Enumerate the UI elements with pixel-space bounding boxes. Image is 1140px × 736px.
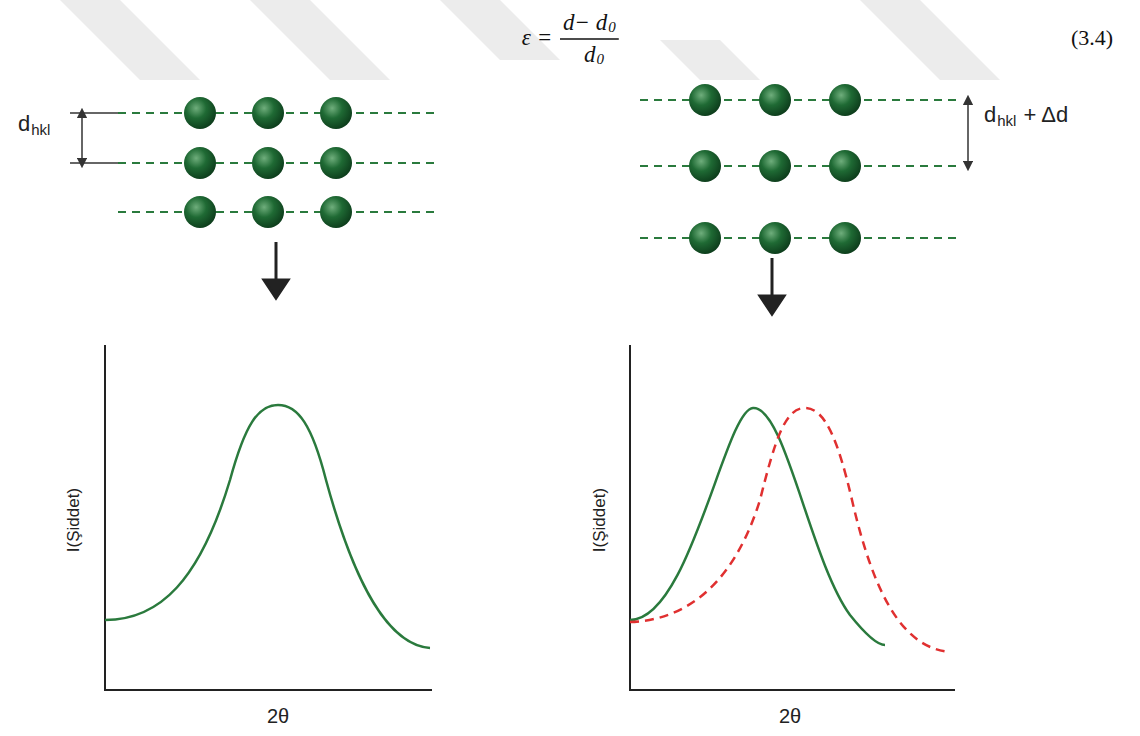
atom [829, 150, 861, 182]
x-axis-label: 2θ [779, 705, 801, 727]
atom [252, 97, 284, 129]
lattice-strained [640, 100, 968, 238]
atom [689, 84, 721, 116]
y-axis-label: I(Şiddet) [591, 488, 610, 552]
equation-number: (3.4) [1071, 26, 1113, 50]
atom [689, 222, 721, 254]
lattice-unstrained [70, 113, 440, 212]
atom [320, 196, 352, 228]
atom [184, 147, 216, 179]
equation-denominator: d [584, 42, 596, 67]
atom [184, 97, 216, 129]
x-axis-label: 2θ [267, 705, 289, 727]
atom [829, 84, 861, 116]
subscript: 0 [608, 19, 616, 36]
atom [252, 147, 284, 179]
fraction-bar [560, 38, 619, 39]
xrd-plot-right [630, 345, 955, 690]
equation-lhs: ε = [522, 25, 552, 50]
atom [759, 150, 791, 182]
atom [252, 196, 284, 228]
atom [829, 222, 861, 254]
y-axis-label: I(Şiddet) [65, 488, 84, 552]
atom [759, 222, 791, 254]
subscript: hkl [31, 122, 50, 139]
spacing-label: d [984, 103, 996, 127]
watermark-stripes [60, 0, 1000, 80]
atom [759, 84, 791, 116]
atom [320, 147, 352, 179]
subscript: 0 [597, 51, 605, 68]
subscript: hkl [997, 113, 1016, 130]
atom [320, 97, 352, 129]
atoms [184, 84, 861, 254]
spacing-label: d [18, 112, 30, 136]
xrd-plot-left [105, 345, 432, 690]
atom [184, 196, 216, 228]
spacing-increment: + Δd [1023, 103, 1068, 127]
equation-numerator: d− d [563, 10, 607, 35]
atom [689, 150, 721, 182]
